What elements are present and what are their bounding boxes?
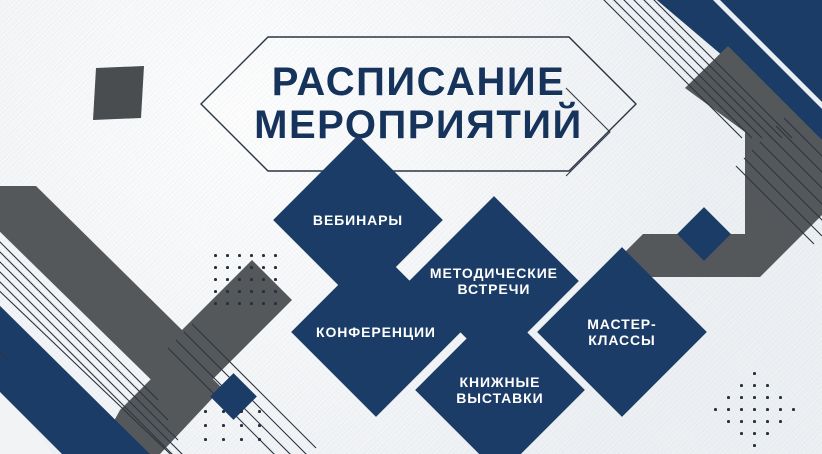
title-badge: РАСПИСАНИЕ МЕРОПРИЯТИЙ — [198, 34, 639, 174]
title-line-1: РАСПИСАНИЕ — [271, 59, 566, 104]
hairline-chevron-right — [565, 87, 611, 177]
title-line-2: МЕРОПРИЯТИЙ — [254, 102, 583, 147]
navy-band-top-right — [656, 0, 822, 225]
gray-chevron-bottom-left — [0, 186, 292, 410]
category-label-book-exhibitions: КНИЖНЫЕ ВЫСТАВКИ — [456, 373, 544, 406]
gray-chevron-bottom-left-b — [96, 348, 222, 454]
dot-grid-bottom-left — [204, 410, 270, 450]
hairline-chevron-left — [0, 351, 9, 361]
category-label-conferences: КОНФЕРЕНЦИИ — [316, 323, 436, 340]
category-label-masterclasses: МАСТЕР- КЛАССЫ — [587, 315, 657, 348]
dot-grid-bottom-right — [714, 372, 800, 448]
hairlines-top-right-upper — [603, 0, 793, 139]
dot-grid-mid-left — [214, 254, 278, 310]
hexagon-outline-icon — [200, 36, 637, 172]
hairlines-top-right-lower — [735, 117, 822, 245]
hairlines-bottom-left — [0, 241, 183, 454]
navy-band-top-right-2 — [720, 0, 822, 102]
navy-band-bottom-left-3 — [0, 310, 149, 454]
gray-chevron-top-right — [600, 46, 822, 277]
category-label-webinars: ВЕБИНАРЫ — [312, 211, 404, 228]
page-title: РАСПИСАНИЕ МЕРОПРИЯТИЙ — [198, 34, 639, 174]
category-label-methodical-meetings: МЕТОДИЧЕСКИЕ ВСТРЕЧИ — [430, 264, 558, 298]
gray-rhombus-top-left — [93, 66, 144, 120]
